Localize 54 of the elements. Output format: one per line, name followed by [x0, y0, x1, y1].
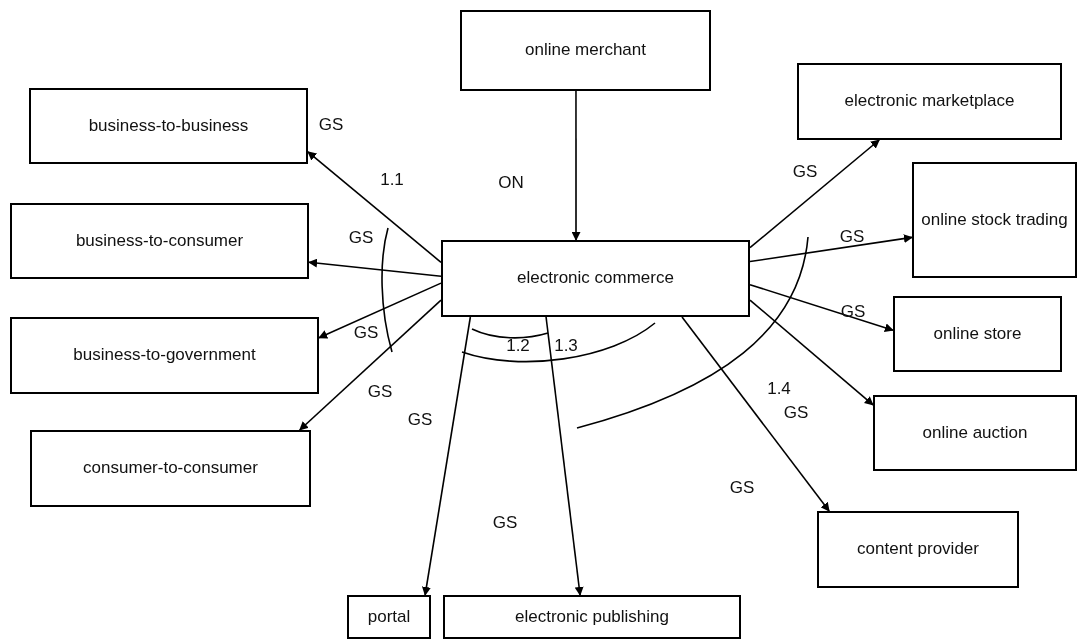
- process-box: [29, 88, 308, 164]
- annotation-label: GS: [348, 228, 374, 248]
- node-label: business-to-business: [88, 114, 249, 137]
- node-label: content provider: [857, 538, 979, 561]
- annotation-label: GS: [783, 403, 809, 423]
- node-label: business-to-consumer: [75, 229, 244, 252]
- arrow: [308, 258, 442, 277]
- node-label: electronic commerce: [517, 267, 674, 290]
- arrow: [749, 283, 894, 333]
- arrow: [545, 316, 584, 596]
- arrow: [298, 299, 442, 431]
- annotation-label: GS: [492, 513, 518, 533]
- node-label: business-to-government: [73, 344, 256, 367]
- annotation-label: GS: [353, 323, 379, 343]
- annotation-label: 1.3: [554, 336, 578, 356]
- process-box: [817, 511, 1019, 588]
- arrow: [749, 234, 913, 263]
- annotation-label: 1.1: [380, 170, 404, 190]
- process-box: [441, 240, 750, 317]
- node-label: consumer-to-consumer: [83, 457, 258, 480]
- node-label: online auction: [922, 421, 1028, 444]
- annotation-label: GS: [840, 302, 866, 322]
- node-label: electronic marketplace: [844, 90, 1015, 113]
- arrow: [307, 151, 442, 264]
- arrow: [681, 316, 830, 512]
- annotation-label: GS: [367, 382, 393, 402]
- process-box: [460, 10, 711, 91]
- process-box: [347, 595, 431, 639]
- node-label: portal: [367, 605, 411, 628]
- process-box: [10, 203, 309, 279]
- process-box: [443, 595, 741, 639]
- process-box: [797, 63, 1062, 140]
- process-box: [893, 296, 1062, 372]
- annotation-label: GS: [839, 227, 865, 247]
- node-label: electronic publishing: [514, 605, 669, 628]
- node-label: online merchant: [525, 39, 646, 62]
- annotation-label: GS: [792, 162, 818, 182]
- annotation-label: GS: [407, 410, 433, 430]
- process-box: [10, 317, 319, 394]
- arrow: [749, 139, 880, 249]
- process-box: [912, 162, 1077, 278]
- arrow: [571, 90, 581, 241]
- node-label: online store: [933, 322, 1022, 345]
- arrow: [749, 299, 874, 406]
- annotation-label: ON: [498, 173, 524, 193]
- arrow: [318, 282, 442, 339]
- process-box: [873, 395, 1077, 471]
- annotation-label: 1.2: [506, 336, 530, 356]
- arrow: [422, 316, 472, 596]
- annotation-label: GS: [318, 115, 344, 135]
- node-label: online stock trading: [921, 208, 1068, 231]
- annotation-label: 1.4: [767, 379, 791, 399]
- annotation-label: GS: [729, 478, 755, 498]
- process-box: [30, 430, 311, 507]
